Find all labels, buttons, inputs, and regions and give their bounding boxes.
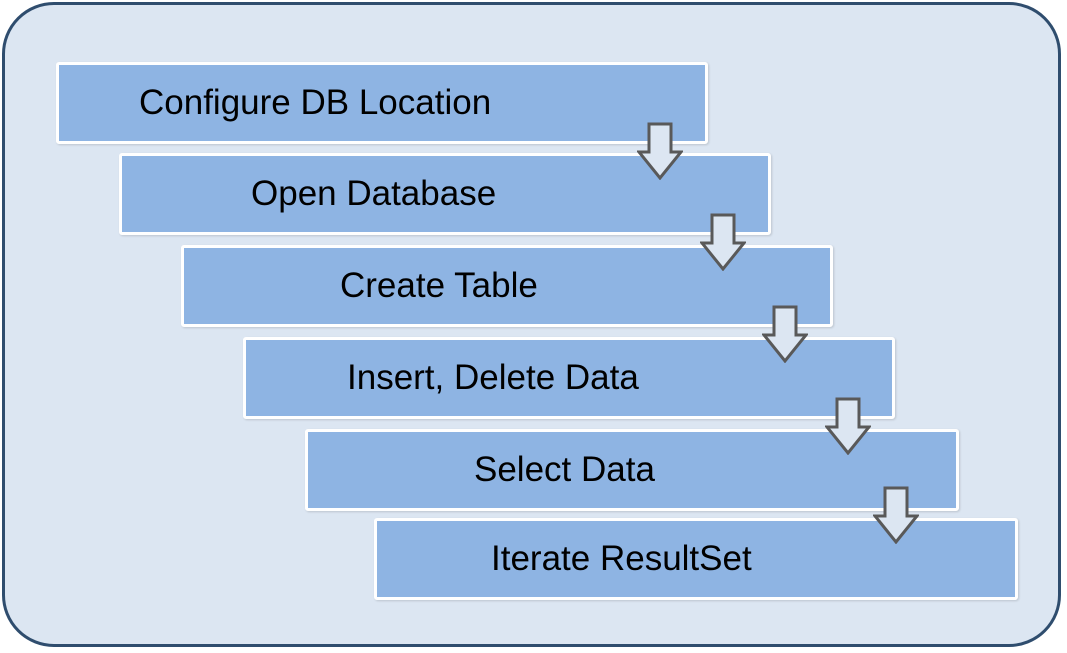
- down-arrow-icon: [825, 397, 871, 455]
- step-label: Open Database: [251, 174, 497, 213]
- down-arrow-icon: [637, 122, 683, 180]
- down-arrow-icon: [700, 213, 746, 271]
- step-label: Select Data: [474, 450, 655, 489]
- step-iterate-resultset: Iterate ResultSet: [374, 518, 1018, 600]
- step-configure-db-location: Configure DB Location: [56, 62, 708, 144]
- step-label: Insert, Delete Data: [347, 358, 639, 397]
- step-label: Create Table: [340, 266, 538, 305]
- down-arrow-icon: [873, 486, 919, 544]
- down-arrow-icon: [762, 305, 808, 363]
- step-label: Iterate ResultSet: [491, 539, 752, 578]
- step-label: Configure DB Location: [139, 83, 492, 122]
